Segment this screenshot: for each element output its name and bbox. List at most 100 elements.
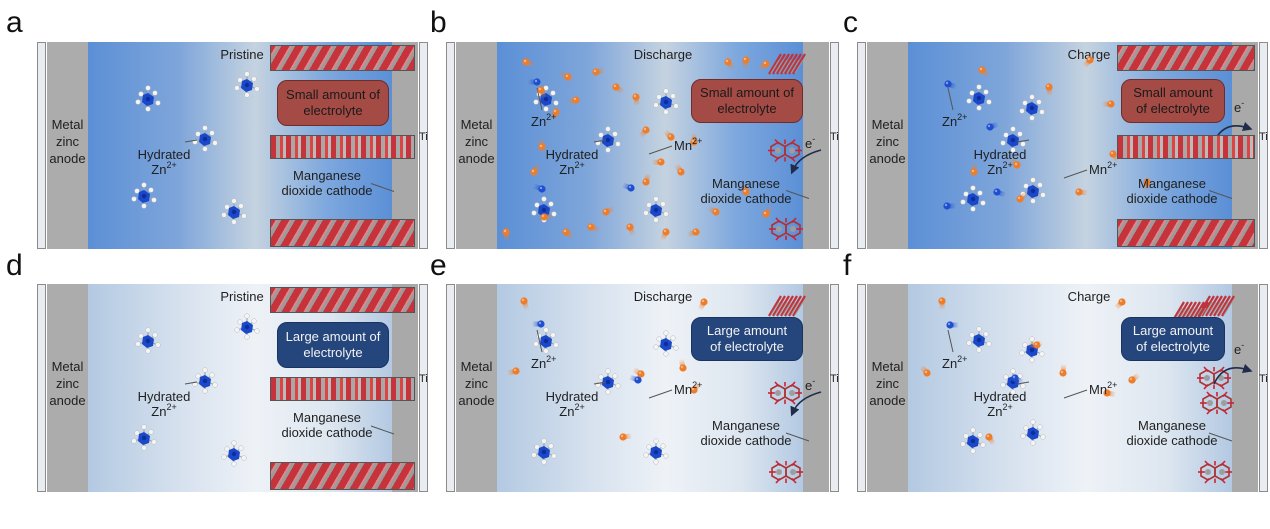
free-zn-label-symbol: Zn bbox=[531, 114, 547, 129]
free-zn-label-ion: Zn2+ bbox=[531, 113, 556, 130]
anode-label-line: Metal bbox=[871, 116, 904, 132]
mn-ion bbox=[1075, 188, 1091, 196]
zn-ion bbox=[531, 183, 546, 193]
zn-leader-line bbox=[947, 87, 954, 111]
mn-ion bbox=[540, 212, 556, 221]
free-zn-label-symbol: Zn bbox=[531, 356, 547, 371]
cathode-label-line: Manganese bbox=[1138, 175, 1206, 191]
electrolyte-box-line: of electrolyte bbox=[1136, 339, 1210, 354]
mno2-fragment bbox=[1198, 460, 1232, 484]
hydrated-zn-ion bbox=[595, 126, 621, 153]
mn-ion bbox=[612, 83, 626, 95]
hydrated-zn-ion bbox=[1019, 94, 1045, 121]
mno2-layer bbox=[1117, 45, 1255, 71]
anode-label-line: Metal bbox=[460, 116, 493, 132]
mn-ion bbox=[549, 108, 560, 123]
hydrated-zn-ion bbox=[533, 327, 559, 354]
ti-collector-left bbox=[857, 284, 866, 492]
mn-ion bbox=[592, 67, 608, 76]
hydrated-zn-ion bbox=[531, 438, 557, 465]
electron-symbol: e bbox=[1234, 100, 1242, 115]
ti-collector-right bbox=[419, 284, 428, 492]
hydrated-zn-label-charge: 2+ bbox=[1002, 402, 1013, 412]
zn-leader-line bbox=[947, 329, 954, 353]
molecular-overlay bbox=[918, 295, 1253, 484]
cathode-leader-line bbox=[785, 432, 810, 442]
mn-ion bbox=[1103, 389, 1119, 398]
mn-ion bbox=[504, 367, 520, 376]
anode-label-line: anode bbox=[869, 393, 906, 408]
electrolyte-box-line: Small amount bbox=[1133, 85, 1213, 100]
anode-label-line: zinc bbox=[875, 133, 900, 149]
cathode-label-line: Manganese bbox=[1138, 418, 1206, 433]
hydrated-zn-ion bbox=[653, 330, 679, 357]
mn-ion bbox=[530, 161, 542, 176]
mn-ion bbox=[742, 56, 750, 72]
anode-label-line: anode bbox=[458, 393, 495, 408]
mn-ion bbox=[1128, 372, 1142, 384]
cathode-label-line: dioxide cathode bbox=[700, 433, 792, 448]
molecular-overlay bbox=[131, 313, 395, 467]
molecular-overlay bbox=[131, 71, 395, 225]
free-zn-label-charge: 2+ bbox=[957, 112, 968, 122]
hydrated-zn-ion bbox=[531, 196, 557, 223]
hydrated-zn-label-line1: Hydrated bbox=[137, 147, 191, 162]
hydrated-zn-ion bbox=[234, 313, 260, 340]
zn-ion bbox=[943, 202, 959, 210]
mn-ion bbox=[1008, 156, 1021, 169]
hydrated-zn-ion bbox=[192, 125, 218, 152]
cathode-current-strip bbox=[803, 42, 829, 249]
mno2-fragment bbox=[1197, 366, 1231, 390]
panel-letter: b bbox=[430, 6, 447, 39]
free-zn-label: Zn2+ bbox=[531, 113, 556, 130]
mn-ion bbox=[1045, 83, 1053, 99]
cathode-current-strip bbox=[803, 284, 829, 492]
zinc-anode bbox=[47, 42, 88, 249]
mn-ion-label-charge: 2+ bbox=[692, 380, 703, 390]
mn-ion-label-symbol: Mn bbox=[1089, 382, 1108, 397]
ti-label: Ti bbox=[419, 130, 428, 143]
hydrated-zn-label-line1: Hydrated bbox=[137, 389, 191, 404]
mn-leader-line bbox=[648, 389, 673, 399]
cathode-leader-line bbox=[1208, 432, 1233, 442]
mn-ion bbox=[970, 160, 978, 176]
mn-ion bbox=[1109, 150, 1121, 164]
panel-letter: d bbox=[6, 249, 23, 282]
hydrated-zn-ion bbox=[643, 438, 669, 465]
mno2-layer bbox=[1117, 219, 1255, 247]
electron-label: e- bbox=[805, 135, 815, 152]
mn-ion bbox=[938, 297, 946, 313]
free-zn-label-ion: Zn2+ bbox=[942, 112, 968, 130]
electrolyte-box-line: of electrolyte bbox=[710, 339, 784, 354]
mn-ion-label-ion: Mn2+ bbox=[1089, 381, 1117, 398]
mn-ion bbox=[697, 298, 708, 313]
mn-ion bbox=[678, 356, 687, 372]
mn-ion bbox=[690, 380, 702, 394]
zn-ion bbox=[944, 80, 959, 90]
zinc-anode bbox=[456, 284, 497, 492]
electrolyte-box-line: Large amount bbox=[1132, 323, 1214, 338]
mno2-fragment bbox=[768, 138, 802, 163]
mn-ion-label-charge: 2+ bbox=[1107, 160, 1118, 170]
cathode-leader-line bbox=[370, 183, 395, 192]
hydrated-zn-label-charge: 2+ bbox=[166, 160, 177, 170]
zn-ion bbox=[993, 188, 1008, 198]
mn-ion-label-symbol: Mn bbox=[674, 138, 693, 153]
cathode-label-line: Manganese bbox=[712, 418, 780, 433]
mno2-layer bbox=[1117, 134, 1255, 159]
cathode-label-line: dioxide cathode bbox=[1126, 433, 1218, 448]
hydrated-zn-ion bbox=[1020, 177, 1046, 204]
mno2-fragment bbox=[768, 381, 802, 405]
hydrated-zn-ion bbox=[1020, 419, 1046, 446]
